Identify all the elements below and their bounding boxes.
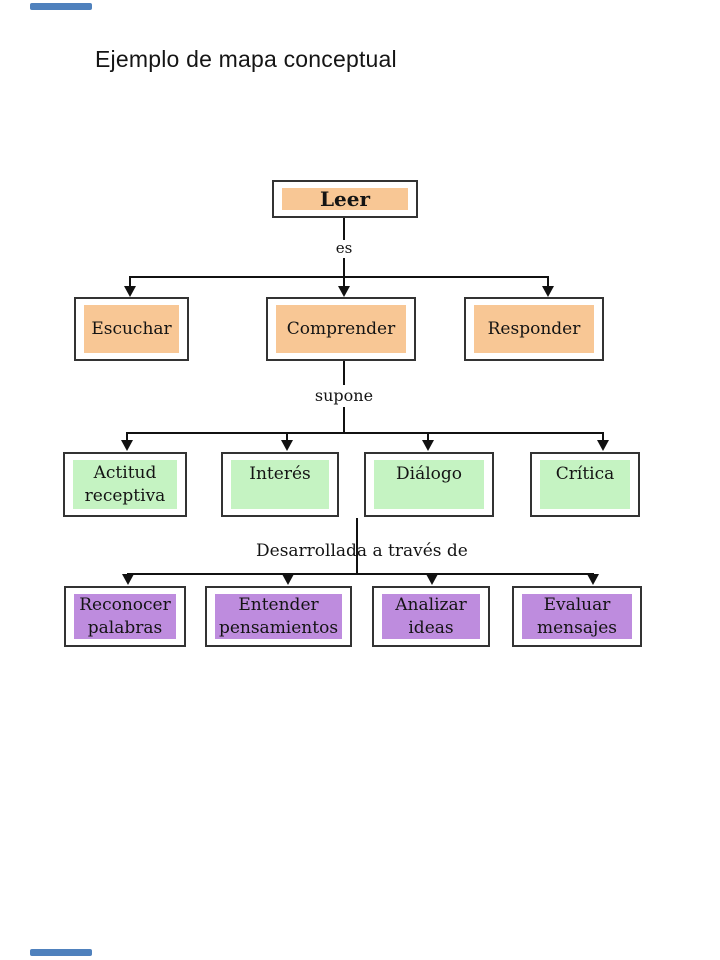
down-arrowhead-icon bbox=[597, 440, 609, 451]
top-accent-bar bbox=[30, 3, 92, 10]
down-arrowhead-icon bbox=[338, 286, 350, 297]
concept-box-actitud-receptiva-label: Actitud receptiva bbox=[73, 460, 177, 509]
connector-label-desarrollada: Desarrollada a través de bbox=[256, 541, 468, 561]
connector-line bbox=[126, 432, 128, 442]
concept-box-evaluar-mensajes-label: Evaluar mensajes bbox=[522, 594, 632, 639]
concept-box-dialogo-label: Diálogo bbox=[374, 460, 484, 509]
connector-line bbox=[286, 432, 288, 442]
connector-line bbox=[343, 361, 345, 385]
down-arrowhead-icon bbox=[282, 574, 294, 585]
concept-box-escuchar: Escuchar bbox=[74, 297, 189, 361]
connector-line bbox=[343, 276, 345, 288]
concept-box-responder: Responder bbox=[464, 297, 604, 361]
concept-box-entender-pensamientos-label: Entender pensamientos bbox=[215, 594, 342, 639]
concept-box-reconocer-palabras-label: Reconocer palabras bbox=[74, 594, 176, 639]
concept-box-critica-label: Crítica bbox=[540, 460, 630, 509]
concept-box-critica: Crítica bbox=[530, 452, 640, 517]
down-arrowhead-icon bbox=[587, 574, 599, 585]
concept-box-responder-label: Responder bbox=[474, 305, 594, 353]
concept-box-comprender: Comprender bbox=[266, 297, 416, 361]
down-arrowhead-icon bbox=[422, 440, 434, 451]
down-arrowhead-icon bbox=[121, 440, 133, 451]
connector-line bbox=[356, 518, 358, 575]
concept-box-actitud-receptiva: Actitud receptiva bbox=[63, 452, 187, 517]
connector-line bbox=[547, 276, 549, 288]
concept-box-evaluar-mensajes: Evaluar mensajes bbox=[512, 586, 642, 647]
connector-line bbox=[343, 258, 345, 278]
connector-line bbox=[128, 573, 594, 575]
concept-box-entender-pensamientos: Entender pensamientos bbox=[205, 586, 352, 647]
concept-box-leer-label: Leer bbox=[282, 187, 408, 210]
concept-box-interes-label: Interés bbox=[231, 460, 329, 509]
concept-box-reconocer-palabras: Reconocer palabras bbox=[64, 586, 186, 647]
concept-box-analizar-ideas: Analizar ideas bbox=[372, 586, 490, 647]
connector-label-es: es bbox=[335, 239, 353, 257]
connector-line bbox=[343, 407, 345, 434]
slide-title: Ejemplo de mapa conceptual bbox=[95, 46, 397, 72]
concept-box-dialogo: Diálogo bbox=[364, 452, 494, 517]
connector-line bbox=[343, 218, 345, 240]
concept-box-interes: Interés bbox=[221, 452, 339, 517]
connector-line bbox=[427, 432, 429, 442]
down-arrowhead-icon bbox=[542, 286, 554, 297]
bottom-accent-bar bbox=[30, 949, 92, 956]
concept-box-escuchar-label: Escuchar bbox=[84, 305, 179, 353]
connector-label-supone: supone bbox=[314, 386, 374, 405]
connector-line bbox=[130, 276, 549, 278]
down-arrowhead-icon bbox=[124, 286, 136, 297]
connector-line bbox=[127, 432, 604, 434]
down-arrowhead-icon bbox=[281, 440, 293, 451]
connector-line bbox=[129, 276, 131, 288]
down-arrowhead-icon bbox=[426, 574, 438, 585]
down-arrowhead-icon bbox=[122, 574, 134, 585]
concept-box-leer: Leer bbox=[272, 180, 418, 218]
concept-box-comprender-label: Comprender bbox=[276, 305, 406, 353]
concept-box-analizar-ideas-label: Analizar ideas bbox=[382, 594, 480, 639]
connector-line bbox=[602, 432, 604, 442]
